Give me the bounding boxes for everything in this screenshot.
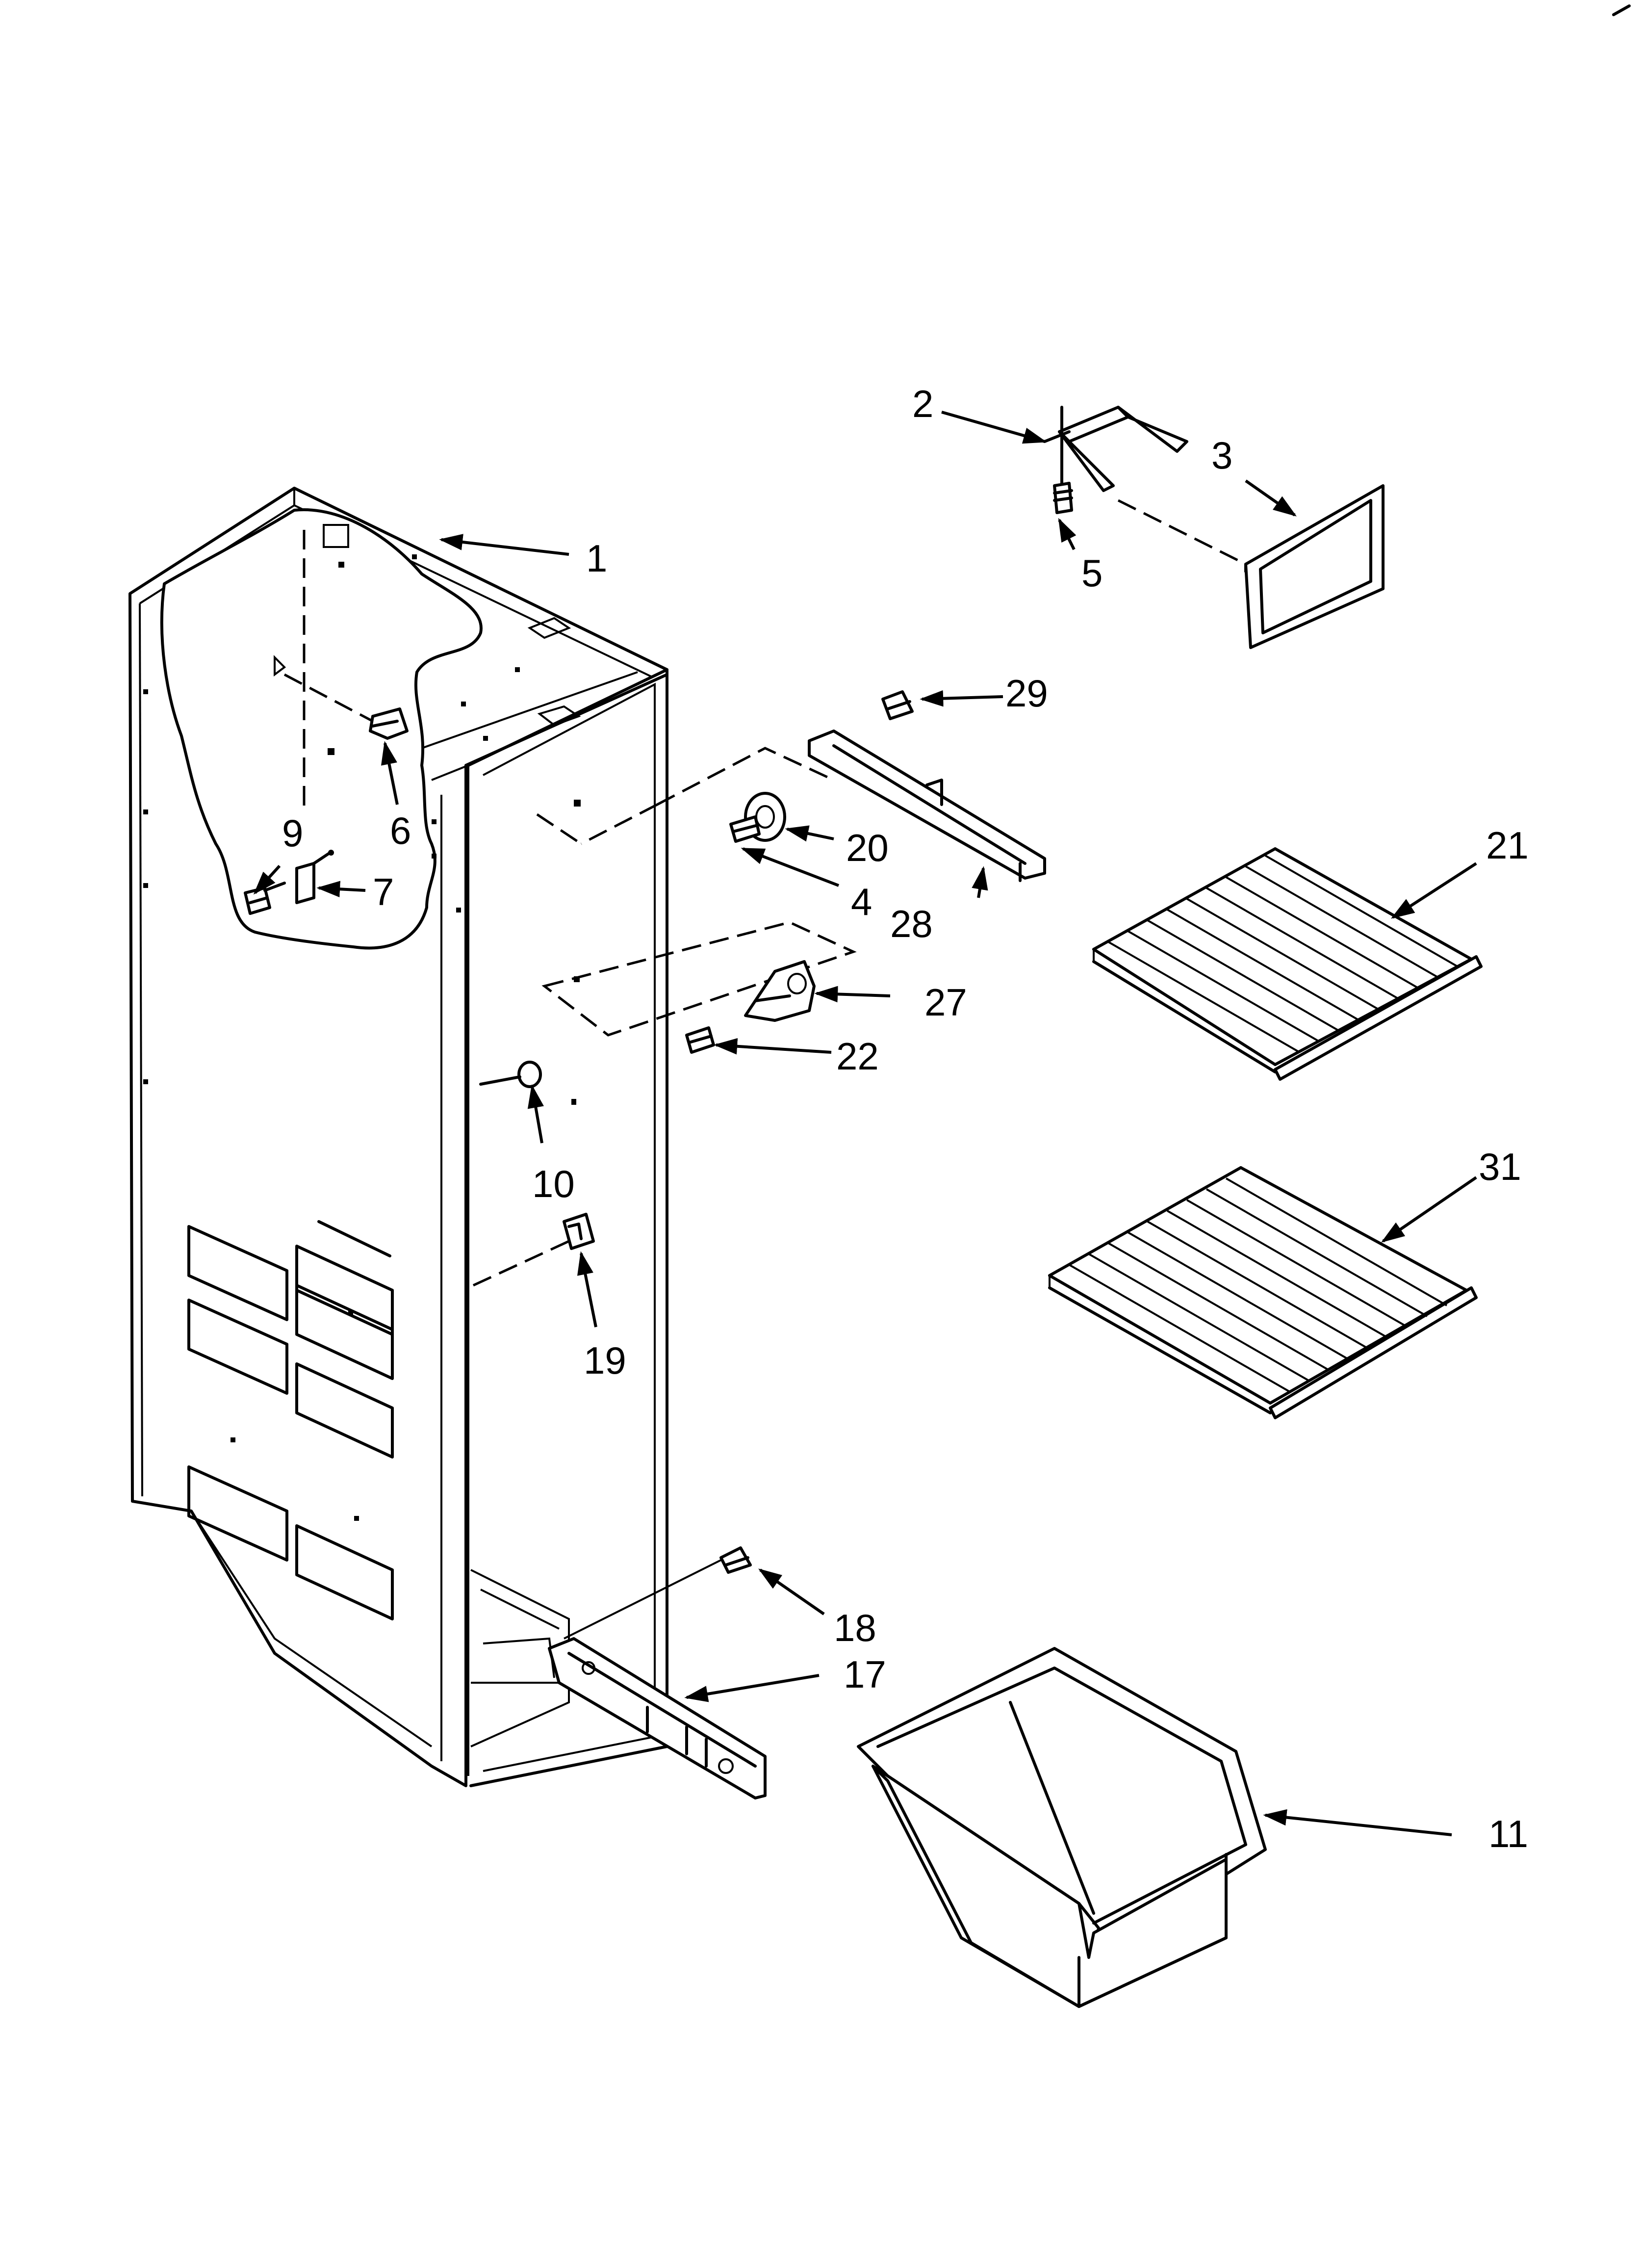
rail-28 xyxy=(808,730,1046,882)
hole-upper xyxy=(574,800,581,807)
hole-lower xyxy=(571,1099,576,1105)
cabinet-liner xyxy=(128,487,668,1787)
bin-11 xyxy=(857,1647,1267,2008)
callout-11: 11 xyxy=(1488,1812,1528,1855)
callout-22: 22 xyxy=(836,1035,879,1078)
leader-lines xyxy=(253,411,1477,1836)
shelf-31 xyxy=(1048,1166,1478,1419)
bracket-6 xyxy=(369,707,409,740)
callout-7: 7 xyxy=(373,870,394,913)
screw-22 xyxy=(685,1026,715,1054)
callout-10: 10 xyxy=(532,1162,575,1205)
shelf-bracket-2 xyxy=(1043,406,1188,492)
screw-29 xyxy=(881,690,914,720)
callout-9: 9 xyxy=(282,811,303,855)
cover-3 xyxy=(1244,484,1385,649)
callout-4: 4 xyxy=(851,880,872,923)
bracket-27 xyxy=(744,960,816,1022)
clip-7 xyxy=(295,850,334,904)
callout-5: 5 xyxy=(1081,551,1103,595)
shelf-21 xyxy=(1092,847,1483,1081)
callout-19: 19 xyxy=(584,1339,626,1382)
plug-10 xyxy=(479,1061,542,1088)
callout-6: 6 xyxy=(390,809,411,852)
callout-20: 20 xyxy=(846,826,889,869)
corner-mark xyxy=(1612,4,1631,16)
callout-31: 31 xyxy=(1479,1145,1521,1188)
callout-3: 3 xyxy=(1211,434,1232,477)
dash-27 xyxy=(541,921,857,1037)
callout-1: 1 xyxy=(586,537,607,580)
dash-rail xyxy=(536,747,835,845)
callout-27: 27 xyxy=(924,981,967,1024)
hole-mid xyxy=(574,976,580,982)
callout-21: 21 xyxy=(1486,824,1529,867)
dash-2-3 xyxy=(1117,499,1247,566)
screw-5 xyxy=(1053,482,1073,514)
bracket-17 xyxy=(548,1637,767,1799)
screw-18 xyxy=(564,1546,752,1640)
callout-labels: 1 2 3 4 5 6 7 9 10 11 17 18 19 20 21 22 … xyxy=(282,382,1529,1855)
callout-29: 29 xyxy=(1005,672,1048,715)
callout-18: 18 xyxy=(834,1606,876,1649)
callout-17: 17 xyxy=(844,1653,886,1696)
callout-28: 28 xyxy=(890,902,933,945)
callout-2: 2 xyxy=(912,382,933,425)
switch-19 xyxy=(472,1213,595,1287)
screw-4 xyxy=(729,815,761,843)
